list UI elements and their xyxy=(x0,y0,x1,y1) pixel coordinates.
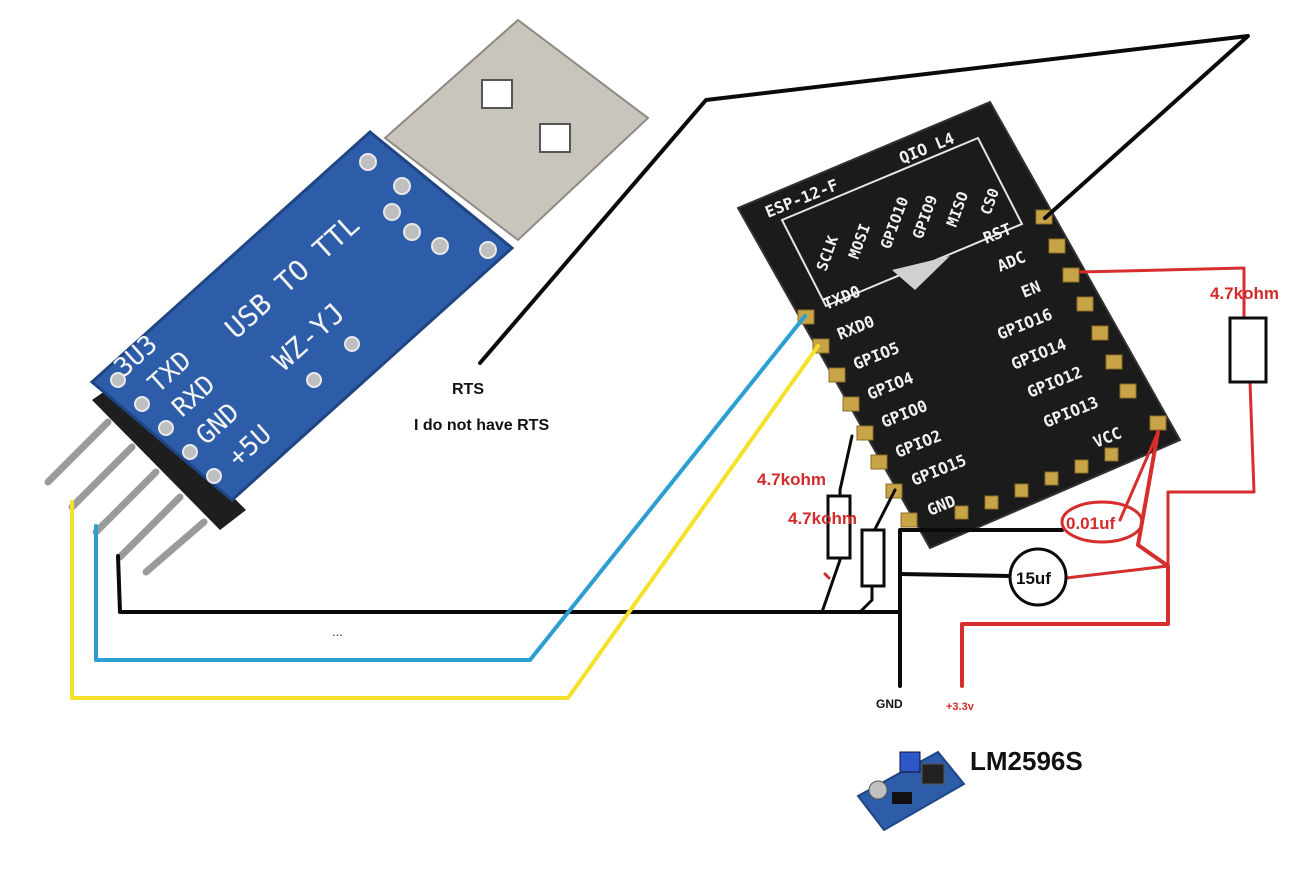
rts-wire xyxy=(478,34,1250,365)
rts-note: I do not have RTS xyxy=(414,417,549,434)
tx-wire xyxy=(94,314,807,662)
regulator-label: LM2596S xyxy=(970,746,1083,776)
usb-plug-hole xyxy=(481,79,513,109)
gnd-cap-wire xyxy=(898,572,1012,578)
esp-bottom-pads xyxy=(954,447,1119,520)
usb-plug-hole xyxy=(539,123,571,153)
capacitor-large xyxy=(1008,547,1068,607)
gnd-bus-wire xyxy=(898,528,1064,688)
lm2596s-module xyxy=(856,750,966,832)
usb-ttl-adapter: USB TO TTL WZ-YJ 3U3 TXD RXD GND +5U xyxy=(44,18,650,576)
en-wire xyxy=(1078,266,1246,320)
gnd-wire xyxy=(116,554,902,614)
dots-label: ... xyxy=(332,624,343,639)
header-pins xyxy=(44,418,208,576)
resistor-gpio15-label: 4.7kohm xyxy=(788,509,857,528)
en-resistor-return-wire xyxy=(1166,380,1256,568)
regulator-ic xyxy=(892,792,912,804)
regulator-trimpot xyxy=(899,751,921,773)
capacitor-large-label: 15uf xyxy=(1016,569,1051,588)
rx-wire xyxy=(70,344,820,700)
cap-large-vcc-wire xyxy=(1064,564,1170,580)
gpio2-pullup-stub xyxy=(823,572,831,580)
pin-header-block xyxy=(92,382,246,530)
gnd-label: GND xyxy=(876,697,903,711)
resistor-en-label: 4.7kohm xyxy=(1210,284,1279,303)
esp-12f-module: ESP-12-F QIO L4 SCLK MOSI GPIO10 GPIO9 M… xyxy=(736,100,1182,550)
resistor-gpio15 xyxy=(860,528,886,588)
capacitor-small xyxy=(1060,500,1144,544)
resistor-gpio0 xyxy=(826,494,852,560)
esp-antenna-box xyxy=(780,136,1024,308)
resistor-gpio0-label: 4.7kohm xyxy=(757,470,826,489)
esp-orientation-marker xyxy=(892,256,950,290)
capacitor-small-label: 0.01uf xyxy=(1066,514,1115,533)
usb-adapter-pcb xyxy=(89,130,515,502)
usb-plug xyxy=(383,18,650,242)
regulator-inductor xyxy=(921,763,945,785)
regulator-capacitor xyxy=(868,780,888,800)
rts-label: RTS xyxy=(452,381,484,398)
via-holes xyxy=(110,153,497,484)
resistor-en xyxy=(1228,316,1268,384)
vcc-label: +3.3v xyxy=(946,701,975,713)
